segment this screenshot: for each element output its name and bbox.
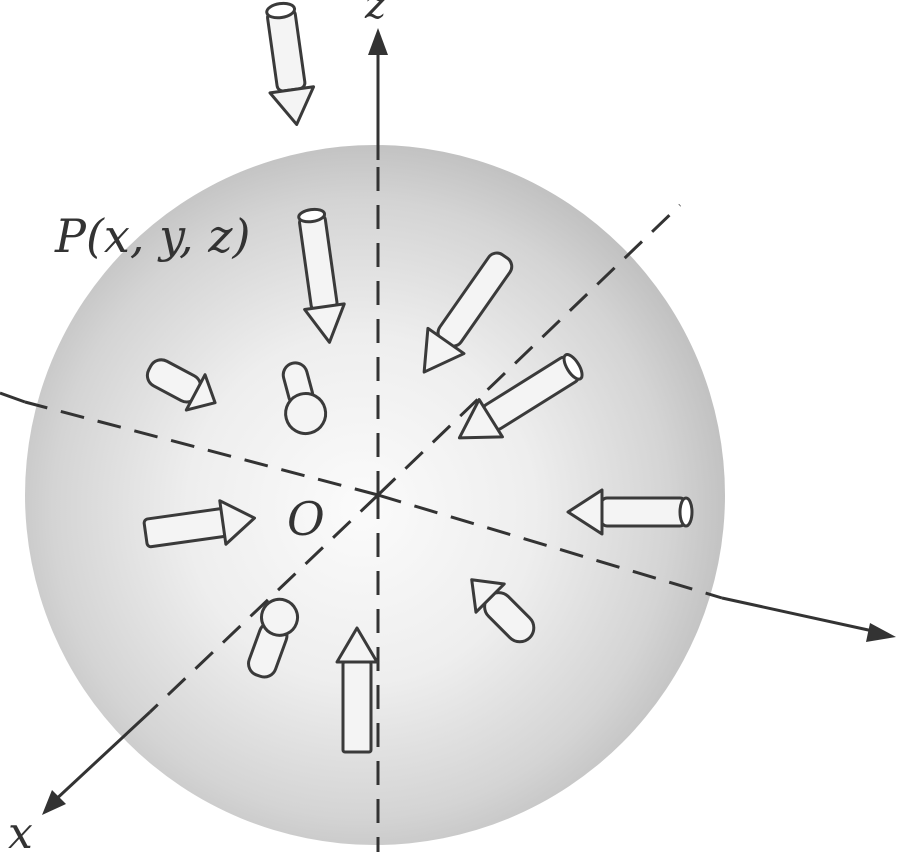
x-axis-back [376,203,682,497]
y-axis-inner [377,493,723,600]
arrow-left [142,499,257,549]
arrow-near-p [297,207,346,344]
arrow-outside-top [265,1,316,126]
x-axis-outer [50,710,152,805]
y-axis-arrowhead [866,623,896,642]
arrow-left-short [145,358,217,412]
arrows [142,1,694,754]
arrow-right [566,488,694,536]
arrow-upper-right [422,251,514,374]
arrow-right-upper [457,353,584,440]
origin-label: O [287,492,325,546]
arrow-lower-right [470,578,536,644]
arrow-back-center [281,361,328,436]
arrow-bottom [335,626,379,754]
y-axis-back [24,400,379,497]
arrow-lower-left [247,597,300,679]
y-axis-back-outer [0,391,26,404]
y-axis-outer [721,596,883,635]
x-axis-label: x [8,808,33,852]
z-axis-label: z [364,0,387,28]
z-axis-arrowhead [368,28,388,55]
axes [0,28,896,852]
x-axis-arrowhead [42,790,66,815]
x-axis-inner [148,493,380,714]
point-label: P(x, y, z) [54,209,250,263]
